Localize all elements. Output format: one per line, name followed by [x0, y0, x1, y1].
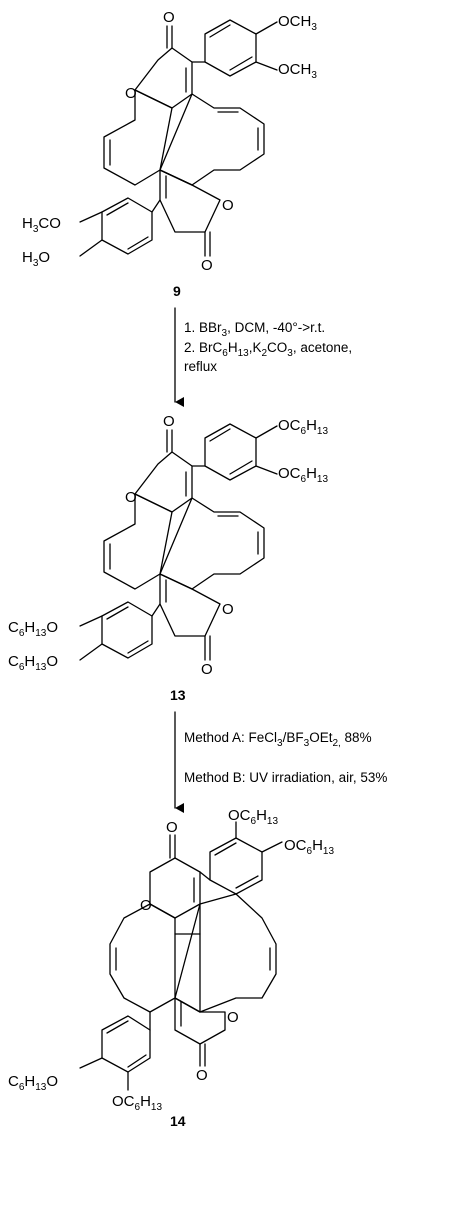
compound-number-13: 13: [170, 687, 186, 703]
carbonyl-oxygen: O: [163, 9, 175, 26]
aryl-ring: [101, 197, 153, 255]
carbonyl-oxygen: O: [196, 1067, 208, 1084]
hexyloxy-group: OC6H13: [278, 465, 328, 485]
ring-oxygen: O: [222, 601, 234, 618]
methoxy-group: H3CO: [22, 215, 61, 235]
condition-line-3: reflux: [184, 359, 217, 374]
condition-method-b: Method B: UV irradiation, air, 53%: [184, 770, 387, 785]
methoxy-group: H3O: [22, 249, 50, 269]
compound-number-14: 14: [170, 1113, 186, 1129]
hexyloxy-group: OC6H13: [278, 417, 328, 437]
compound-9-structure: [79, 19, 278, 257]
lactone-ring: [134, 47, 193, 109]
ring-oxygen: O: [222, 197, 234, 214]
ring-oxygen: O: [125, 85, 137, 102]
hexyloxy-group: C6H13O: [8, 619, 58, 639]
hexyloxy-group: C6H13O: [8, 1073, 58, 1093]
methoxy-group: OCH3: [278, 13, 317, 33]
hexyloxy-group: C6H13O: [8, 653, 58, 673]
aryl-ring: [204, 19, 257, 77]
carbonyl-oxygen: O: [201, 661, 213, 678]
carbonyl-oxygen: O: [163, 413, 175, 430]
hexyloxy-group: OC6H13: [228, 807, 278, 827]
carbonyl-oxygen: O: [201, 257, 213, 274]
compound-number-9: 9: [173, 283, 181, 299]
condition-line-2: 2. BrC6H13,K2CO3, acetone,: [184, 340, 352, 359]
hexyloxy-group: OC6H13: [284, 837, 334, 857]
lactone-ring: [159, 169, 221, 233]
condition-method-a: Method A: FeCl3/BF3OEt2, 88%: [184, 730, 372, 749]
carbonyl-oxygen: O: [166, 819, 178, 836]
compound-13-structure: [79, 423, 278, 661]
hexyloxy-group: OC6H13: [112, 1093, 162, 1113]
methoxy-group: OCH3: [278, 61, 317, 81]
ring-oxygen: O: [140, 897, 152, 914]
core-ring-left: [103, 89, 173, 186]
ring-oxygen: O: [227, 1009, 239, 1026]
condition-line-1: 1. BBr3, DCM, -40°->r.t.: [184, 320, 325, 339]
core-ring-right: [159, 93, 265, 186]
compound-14-structure: [79, 821, 283, 1091]
ring-oxygen: O: [125, 489, 137, 506]
